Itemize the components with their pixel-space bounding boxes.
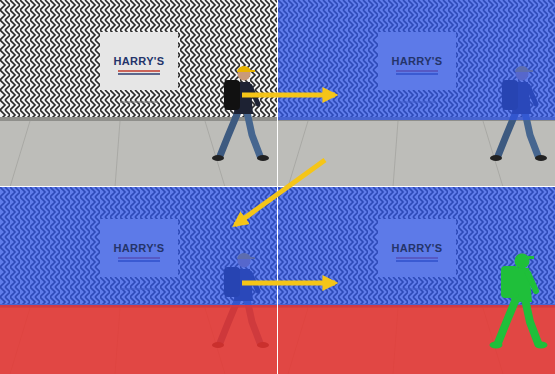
photo-panel: HARRY'S: [278, 0, 555, 187]
flow-arrow: [242, 93, 335, 98]
person-mask: [490, 254, 548, 349]
photo-panel: HARRY'S: [278, 187, 555, 374]
sign-logo-text: HARRY'S: [378, 242, 456, 254]
sign-logo-text: HARRY'S: [100, 55, 178, 67]
sign-logo-text: HARRY'S: [100, 242, 178, 254]
photo-panel: HARRY'S: [0, 187, 277, 374]
flow-arrow: [242, 281, 335, 286]
photo-panel: HARRY'S: [0, 0, 277, 187]
sign-logo-text: HARRY'S: [378, 55, 456, 67]
flow-arrow: [235, 160, 325, 225]
